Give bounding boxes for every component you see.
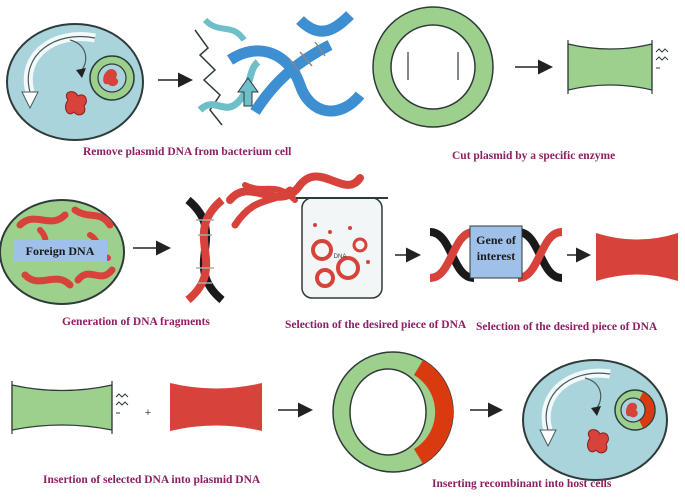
caption-remove-plasmid: Remove plasmid DNA from bacterium cell <box>83 146 292 158</box>
caption-generation-fragments: Generation of DNA fragments <box>62 316 210 328</box>
plasmid-ring <box>372 6 494 128</box>
recombinant-plasmid <box>332 351 454 473</box>
cut-plasmid-strip <box>567 40 669 94</box>
gene-of-interest-helix <box>429 225 563 282</box>
caption-selection-1: Selection of the desired piece of DNA <box>285 319 467 331</box>
caption-cut-plasmid: Cut plasmid by a specific enzyme <box>452 150 616 162</box>
tube-label: DNA <box>334 254 347 260</box>
open-plasmid-strip <box>11 381 129 434</box>
dna-helix-red-black <box>185 196 225 304</box>
host-cell <box>522 359 668 481</box>
red-dna-segment-1 <box>596 233 678 281</box>
caption-selection-2: Selection of the desired piece of DNA <box>476 321 658 333</box>
caption-inserting-host: Inserting recombinant into host cells <box>432 478 612 490</box>
bacterium-cell-1 <box>6 23 144 141</box>
caption-insertion: Insertion of selected DNA into plasmid D… <box>43 474 261 486</box>
test-tube <box>226 172 388 299</box>
foreign-dna-label: Foreign DNA <box>13 240 107 262</box>
red-dna-segment-2 <box>170 383 262 431</box>
gene-of-interest-label: Gene of interest <box>476 233 516 263</box>
plus-sign: + <box>145 407 151 419</box>
dna-extraction-helix <box>194 11 365 126</box>
